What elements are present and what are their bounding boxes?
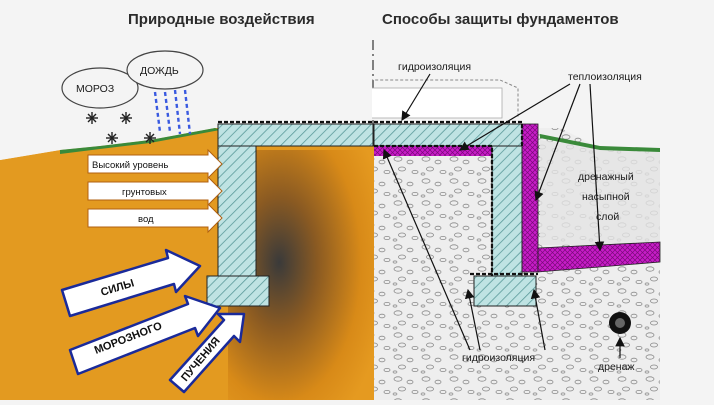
drainage-label: дренаж [598, 361, 634, 373]
drainage-layer-label-2: насыпной [582, 191, 630, 203]
waterproofing-bottom-label: гидроизоляция [462, 352, 535, 364]
grass-right [540, 134, 660, 152]
drainage-layer-label-3: слой [596, 211, 619, 223]
groundwater-text-2: грунтовых [122, 187, 167, 198]
rain-icons [153, 89, 192, 135]
rain-label: ДОЖДЬ [140, 65, 179, 77]
frost-label: МОРОЗ [76, 83, 114, 95]
wall-left [217, 145, 257, 277]
insulation-under-slab [374, 146, 492, 156]
frost-cloud [61, 67, 139, 109]
right-title: Способы защиты фундаментов [382, 11, 619, 28]
insulation-label: теплоизоляция [568, 71, 642, 83]
rain-cloud [126, 50, 204, 90]
waterproofing-top-label: гидроизоляция [398, 61, 471, 73]
slab-right [373, 123, 523, 147]
insulation-horizontal [537, 241, 661, 273]
groundwater-text-3: вод [138, 214, 154, 225]
groundwater-text-1: Высокий уровень [92, 160, 168, 171]
slab-left [217, 123, 374, 147]
wall-right [491, 145, 523, 277]
insulation-vertical [521, 123, 539, 273]
grass-left [60, 128, 220, 154]
footing-left [206, 275, 270, 307]
drainage-fill-layer [540, 140, 660, 245]
snowflake-icons [86, 112, 156, 144]
groundwater-arrows: Высокий уровень грунтовых вод [87, 148, 223, 234]
footing-right [473, 275, 537, 307]
waterproofing-line [218, 120, 538, 276]
left-title: Природные воздействия [128, 11, 315, 28]
drainage-layer-label-1: дренажный [578, 171, 634, 183]
